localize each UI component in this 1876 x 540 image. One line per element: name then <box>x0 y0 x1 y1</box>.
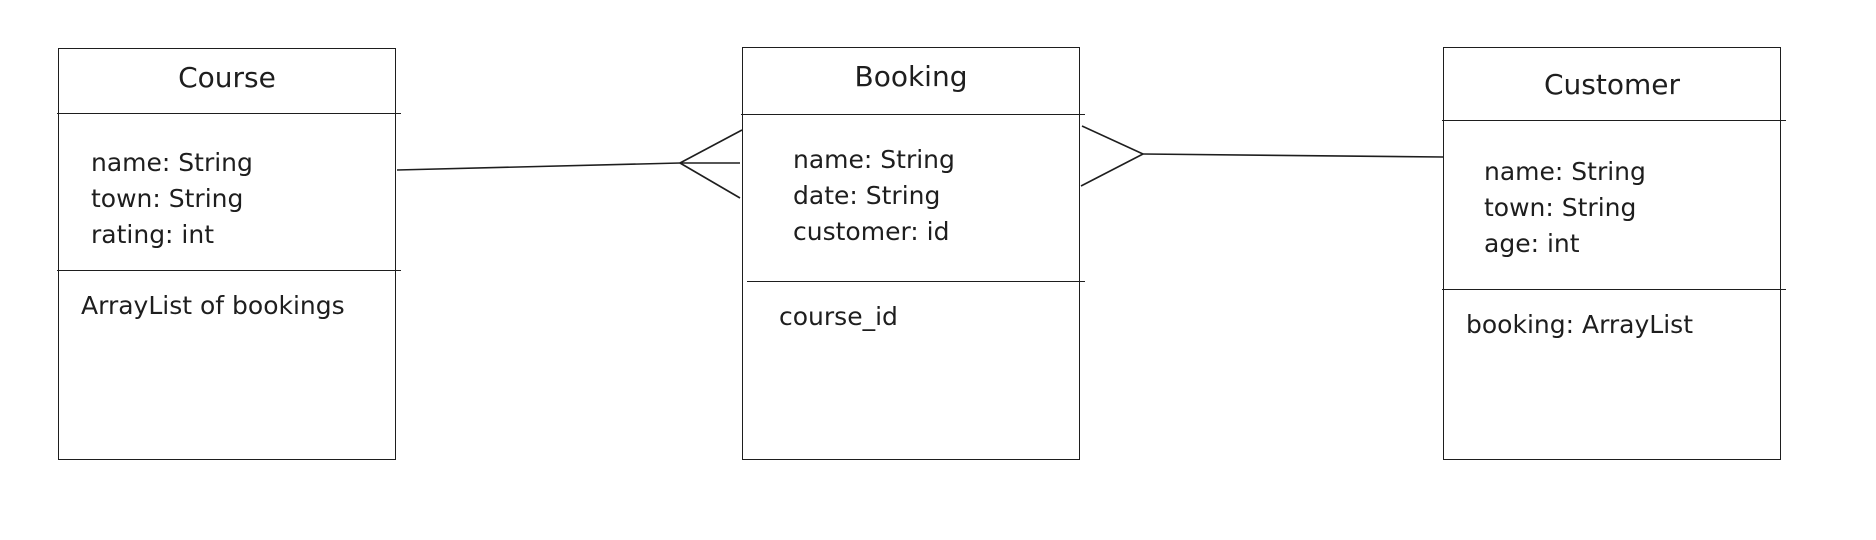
connector-booking-customer[interactable] <box>1080 125 1444 187</box>
class-divider <box>57 113 401 114</box>
connector-line <box>396 162 681 171</box>
attribute: town: String <box>1484 193 1637 222</box>
class-divider <box>57 270 401 271</box>
attribute-list: name: String date: String customer: id <box>793 142 955 250</box>
connector-course-booking[interactable] <box>396 129 743 199</box>
attribute-list: name: String town: String rating: int <box>91 145 253 253</box>
class-course[interactable]: Course name: String town: String rating:… <box>57 48 401 460</box>
method: ArrayList of bookings <box>81 291 345 320</box>
class-customer[interactable]: Customer name: String town: String age: … <box>1442 47 1786 460</box>
class-divider <box>1442 120 1786 121</box>
class-divider <box>747 281 1085 282</box>
class-title: Course <box>178 61 276 94</box>
class-title: Customer <box>1543 68 1680 101</box>
attribute: age: int <box>1484 229 1580 258</box>
method: booking: ArrayList <box>1466 310 1694 339</box>
crow-foot-lower <box>1080 153 1144 187</box>
connector-line <box>1142 153 1444 158</box>
class-title: Booking <box>854 60 968 93</box>
crow-foot-upper <box>1081 125 1144 155</box>
attribute: date: String <box>793 181 941 210</box>
attribute: town: String <box>91 184 244 213</box>
class-booking[interactable]: Booking name: String date: String custom… <box>741 47 1085 460</box>
method: course_id <box>779 302 898 331</box>
attribute: name: String <box>793 145 955 174</box>
attribute-list: name: String town: String age: int <box>1484 154 1646 262</box>
attribute: customer: id <box>793 217 950 246</box>
crow-foot-lower <box>679 162 741 199</box>
attribute: name: String <box>1484 157 1646 186</box>
class-divider <box>741 114 1085 115</box>
class-divider <box>1442 289 1786 290</box>
crow-foot-upper <box>679 129 743 164</box>
attribute: name: String <box>91 148 253 177</box>
attribute: rating: int <box>91 220 215 249</box>
